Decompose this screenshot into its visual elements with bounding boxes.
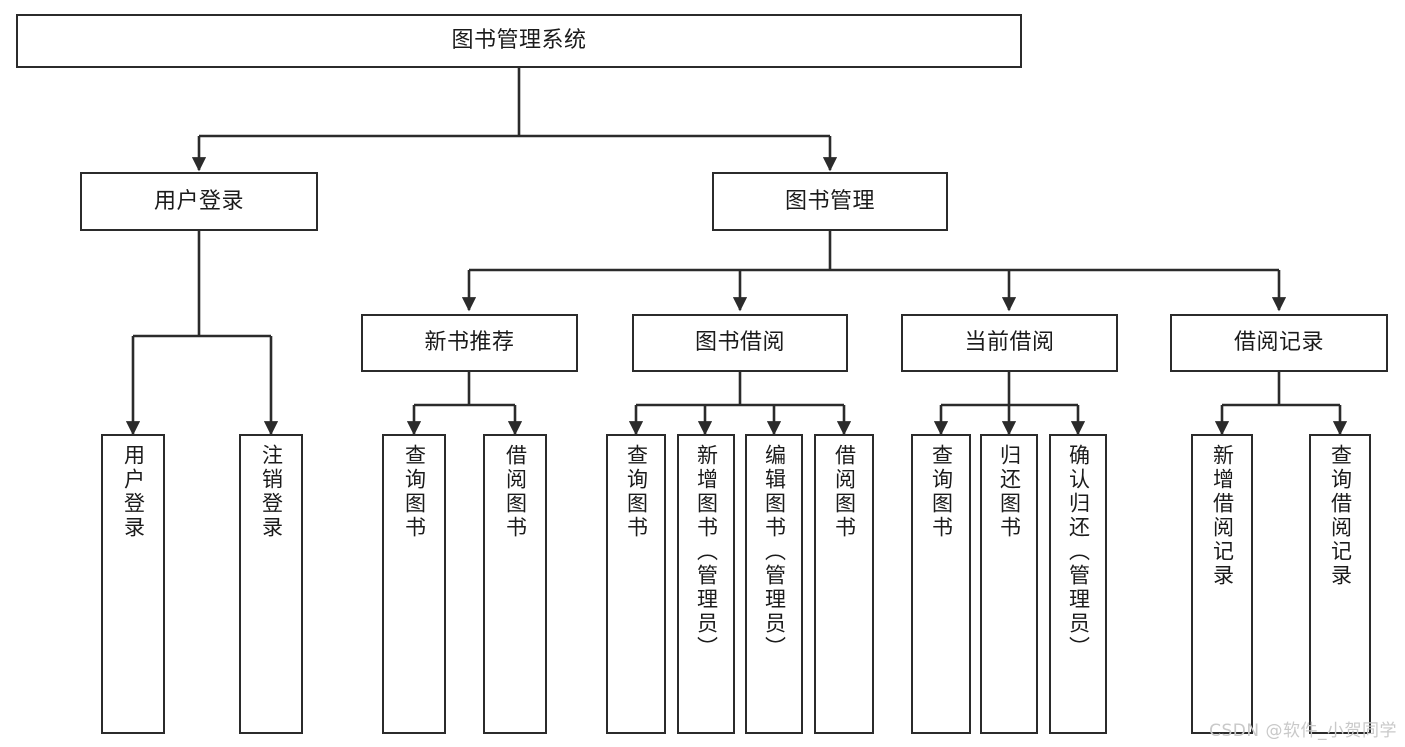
node-current-borrow-label: 当前借阅 (964, 330, 1055, 356)
node-leaf-logout-login[interactable]: 注销登录 (239, 434, 303, 734)
node-book-borrow[interactable]: 图书借阅 (632, 314, 848, 372)
node-book-borrow-label: 图书借阅 (694, 330, 785, 356)
node-leaf-confirm-return-admin-label: 确认归还（管理员） (1066, 444, 1091, 660)
node-leaf-return-book[interactable]: 归还图书 (980, 434, 1038, 734)
node-leaf-add-borrow-record-label: 新增借阅记录 (1210, 444, 1235, 588)
node-leaf-query-book-3-label: 查询图书 (929, 444, 954, 540)
node-leaf-add-book-admin[interactable]: 新增图书（管理员） (677, 434, 735, 734)
node-leaf-query-book-3[interactable]: 查询图书 (911, 434, 971, 734)
node-borrow-record[interactable]: 借阅记录 (1170, 314, 1388, 372)
node-leaf-borrow-book-1[interactable]: 借阅图书 (483, 434, 547, 734)
node-leaf-edit-book-admin-label: 编辑图书（管理员） (762, 444, 787, 660)
node-leaf-borrow-book-1-label: 借阅图书 (503, 444, 528, 540)
node-leaf-borrow-book-2[interactable]: 借阅图书 (814, 434, 874, 734)
node-root[interactable]: 图书管理系统 (16, 14, 1022, 68)
node-leaf-query-borrow-record[interactable]: 查询借阅记录 (1309, 434, 1371, 734)
node-user-login-label: 用户登录 (153, 188, 244, 214)
watermark-text: CSDN @软件_小贺同学 (1209, 721, 1397, 741)
node-root-label: 图书管理系统 (451, 28, 587, 54)
node-leaf-query-book-2-label: 查询图书 (624, 444, 649, 540)
node-borrow-record-label: 借阅记录 (1233, 330, 1324, 356)
node-leaf-borrow-book-2-label: 借阅图书 (832, 444, 857, 540)
node-user-login[interactable]: 用户登录 (80, 172, 318, 231)
node-leaf-user-login-label: 用户登录 (121, 444, 146, 540)
node-leaf-query-book-2[interactable]: 查询图书 (606, 434, 666, 734)
node-leaf-edit-book-admin[interactable]: 编辑图书（管理员） (745, 434, 803, 734)
node-leaf-query-borrow-record-label: 查询借阅记录 (1328, 444, 1353, 588)
node-new-book-recommend[interactable]: 新书推荐 (361, 314, 578, 372)
node-leaf-user-login[interactable]: 用户登录 (101, 434, 165, 734)
node-current-borrow[interactable]: 当前借阅 (901, 314, 1118, 372)
node-leaf-add-book-admin-label: 新增图书（管理员） (694, 444, 719, 660)
node-leaf-logout-login-label: 注销登录 (259, 444, 284, 540)
node-new-book-recommend-label: 新书推荐 (424, 330, 515, 356)
node-leaf-query-book-1[interactable]: 查询图书 (382, 434, 446, 734)
node-book-management[interactable]: 图书管理 (712, 172, 948, 231)
node-book-management-label: 图书管理 (784, 188, 875, 214)
node-leaf-confirm-return-admin[interactable]: 确认归还（管理员） (1049, 434, 1107, 734)
node-leaf-query-book-1-label: 查询图书 (402, 444, 427, 540)
node-leaf-add-borrow-record[interactable]: 新增借阅记录 (1191, 434, 1253, 734)
node-leaf-return-book-label: 归还图书 (997, 444, 1022, 540)
